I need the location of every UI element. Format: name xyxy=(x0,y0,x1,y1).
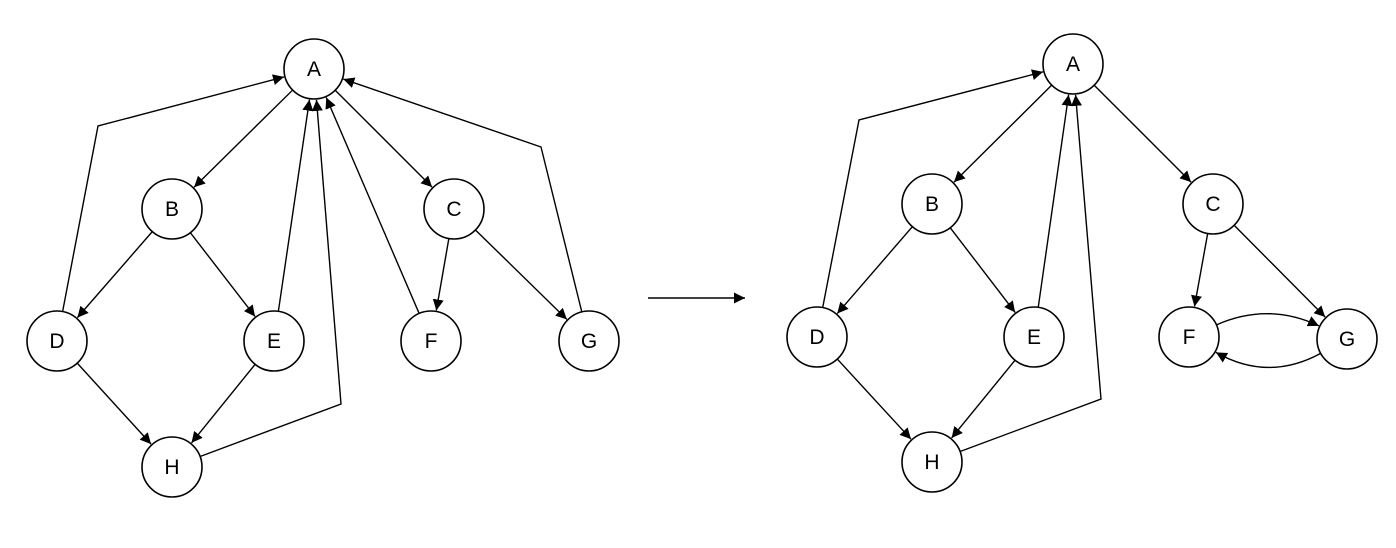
graph-1-node-b: B xyxy=(141,178,203,240)
edge-1-g-to-a xyxy=(343,77,583,313)
node-circle xyxy=(901,431,963,493)
node-circle xyxy=(1316,308,1378,370)
graph-1-node-d: D xyxy=(26,310,88,372)
edge-1-d-to-a xyxy=(61,74,285,312)
graph-2-node-g: G xyxy=(1316,308,1378,370)
edge-1-e-to-h xyxy=(190,363,256,444)
graph-2-node-d: D xyxy=(786,306,848,368)
edge-2-f-to-g xyxy=(1216,313,1320,327)
edge-2-a-to-b xyxy=(953,84,1053,183)
edge-2-d-to-h xyxy=(836,358,912,440)
edge-2-b-to-e xyxy=(949,227,1016,313)
graph-1-node-h: H xyxy=(141,436,203,498)
node-circle xyxy=(1042,33,1104,95)
edge-2-d-to-a xyxy=(822,69,1044,308)
graph-2-node-f: F xyxy=(1158,306,1220,368)
node-label: D xyxy=(809,326,824,349)
node-circle xyxy=(901,173,963,235)
node-label: G xyxy=(581,330,597,353)
edge-1-c-to-f xyxy=(432,238,450,311)
edge-1-a-to-c xyxy=(334,89,433,188)
node-label: C xyxy=(1205,193,1220,216)
node-label: D xyxy=(49,330,64,353)
node-label: H xyxy=(164,456,179,479)
node-label: F xyxy=(425,330,438,353)
edge-2-e-to-h xyxy=(951,359,1016,439)
edge-1-f-to-a xyxy=(325,97,420,314)
edge-2-g-to-f xyxy=(1215,351,1321,369)
graph-1-node-e: E xyxy=(243,310,305,372)
edge-1-a-to-b xyxy=(193,89,294,188)
node-circle xyxy=(283,38,345,100)
node-label: H xyxy=(924,451,939,474)
graph-2-node-c: C xyxy=(1182,173,1244,235)
graph-2-node-b: B xyxy=(901,173,963,235)
edge-2-b-to-d xyxy=(836,226,913,315)
edge-2-h-to-a xyxy=(959,94,1102,453)
edge-1-b-to-e xyxy=(189,232,256,317)
edge-2-e-to-a xyxy=(1037,94,1073,308)
node-circle xyxy=(786,306,848,368)
node-circle xyxy=(400,310,462,372)
edge-2-c-to-f xyxy=(1191,233,1209,307)
node-label: G xyxy=(1339,328,1355,351)
graph-2-node-h: H xyxy=(901,431,963,493)
graph-1-node-f: F xyxy=(400,310,462,372)
node-label: A xyxy=(307,58,321,81)
edge-1-b-to-d xyxy=(76,231,153,319)
graph-1-node-c: C xyxy=(423,178,485,240)
node-circle xyxy=(141,178,203,240)
edge-1-d-to-h xyxy=(76,362,152,445)
graph-1-node-g: G xyxy=(558,310,620,372)
node-label: E xyxy=(1027,326,1041,349)
graph-2-node-e: E xyxy=(1003,306,1065,368)
node-circle xyxy=(1158,306,1220,368)
node-circle xyxy=(243,310,305,372)
node-label: C xyxy=(446,198,461,221)
node-label: E xyxy=(267,330,281,353)
node-label: A xyxy=(1066,53,1080,76)
edge-1-c-to-g xyxy=(474,229,568,320)
node-label: B xyxy=(925,193,939,216)
edge-1-e-to-a xyxy=(277,99,314,312)
edge-2-a-to-c xyxy=(1093,84,1192,183)
node-circle xyxy=(423,178,485,240)
node-circle xyxy=(1003,306,1065,368)
graph-1-node-a: A xyxy=(283,38,345,100)
edge-1-h-to-a xyxy=(199,99,342,458)
graph-2-node-a: A xyxy=(1042,33,1104,95)
node-circle xyxy=(558,310,620,372)
node-circle xyxy=(141,436,203,498)
node-label: F xyxy=(1183,326,1196,349)
edge-2-c-to-g xyxy=(1233,224,1326,318)
node-label: B xyxy=(165,198,179,221)
node-circle xyxy=(26,310,88,372)
node-circle xyxy=(1182,173,1244,235)
